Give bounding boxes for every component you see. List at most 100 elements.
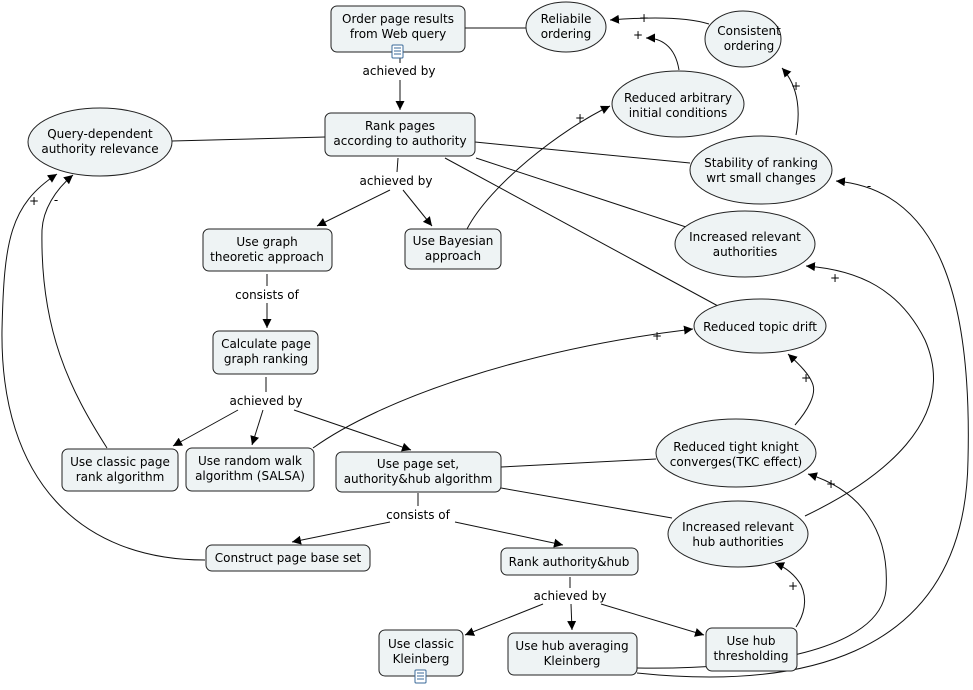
node-label-line: Kleinberg: [544, 654, 601, 668]
node-label-line: Use hub averaging: [515, 639, 628, 653]
sign-plus: +: [29, 194, 39, 208]
link-label-achieved-by: achieved by: [534, 589, 607, 603]
sign-plus: +: [639, 11, 649, 25]
node-use-classic-kleinberg[interactable]: Use classic Kleinberg: [378, 629, 464, 677]
edge-label-pageset: [293, 409, 412, 452]
node-label-line: Stability of ranking: [704, 156, 818, 170]
sign-plus: +: [791, 79, 801, 93]
node-rank-pages[interactable]: Rank pages according to authority: [324, 112, 476, 157]
node-label-line: according to authority: [333, 134, 466, 148]
document-icon[interactable]: [391, 44, 404, 59]
edge-hubavg-stability: [636, 177, 969, 678]
sign-labels: + + + + + - - + + + + +: [29, 11, 871, 593]
node-label-line: rank algorithm: [76, 470, 165, 484]
node-construct-page-base-set[interactable]: Construct page base set: [205, 544, 371, 572]
node-label-line: approach: [425, 249, 481, 263]
edge-rank-incrrel: [475, 157, 687, 228]
nodes: Order page results from Web query Rank p…: [27, 1, 833, 684]
node-stability-of-ranking[interactable]: Stability of ranking wrt small changes: [689, 135, 833, 205]
edge-rank-stability: [474, 141, 691, 164]
node-label-line: hub authorities: [692, 535, 783, 549]
node-label-line: Use classic: [388, 637, 454, 651]
edge-label-randomwalk: [250, 409, 264, 446]
node-use-classic-page-rank[interactable]: Use classic page rank algorithm: [61, 448, 179, 492]
node-use-random-walk-salsa[interactable]: Use random walk algorithm (SALSA): [185, 447, 315, 492]
sign-plus: +: [826, 477, 836, 491]
edge-pageset-hubauth: [500, 487, 673, 519]
sign-plus: +: [801, 371, 811, 385]
node-label-line: wrt small changes: [706, 171, 815, 185]
edge-label-rankauth: [454, 521, 564, 548]
node-reduced-arbitrary-initial-conditions[interactable]: Reduced arbitrary initial conditions: [611, 70, 745, 138]
edge-label-bayesian: [402, 189, 433, 227]
sign-plus: +: [652, 329, 662, 343]
node-label-line: Construct page base set: [215, 551, 362, 565]
node-increased-relevant-hub-authorities[interactable]: Increased relevant hub authorities: [667, 500, 809, 568]
node-label-line: Rank authority&hub: [509, 555, 630, 569]
edge-arbitrary-reliable: [645, 33, 680, 71]
edges: [1, 14, 969, 678]
node-label-line: Order page results: [342, 12, 454, 26]
edge-rank-label2: [396, 157, 399, 173]
node-label-line: Reduced topic drift: [703, 320, 817, 334]
edge-classicpr-querydep: [41, 174, 108, 449]
node-use-graph-theoretic-approach[interactable]: Use graph theoretic approach: [202, 228, 333, 272]
node-label-line: Use Bayesian: [413, 234, 494, 248]
node-increased-relevant-authorities[interactable]: Increased relevant authorities: [674, 210, 816, 278]
node-consistent-ordering[interactable]: Consistent ordering: [704, 10, 782, 68]
node-label-line: ordering: [724, 39, 775, 53]
edge-randomwalk-topicdrift: [312, 325, 694, 449]
edge-bayesian-arbitrary: [466, 105, 611, 230]
edge-stability-consistent: [781, 67, 799, 136]
sign-minus: -: [867, 179, 871, 193]
node-label-line: authority relevance: [41, 142, 158, 156]
link-label-achieved-by: achieved by: [230, 394, 303, 408]
node-label-line: from Web query: [350, 27, 446, 41]
node-calculate-page-graph-ranking[interactable]: Calculate page graph ranking: [212, 330, 319, 375]
edge-label-hubavg: [567, 603, 577, 631]
node-label-line: Use graph: [236, 235, 297, 249]
sign-plus: +: [575, 111, 585, 125]
link-label-consists-of: consists of: [386, 508, 450, 522]
node-label-line: Reliabile: [541, 12, 592, 26]
node-label-line: converges(TKC effect): [670, 455, 802, 469]
edge-label-graph: [316, 189, 391, 227]
link-label-achieved-by: achieved by: [360, 174, 433, 188]
node-label-line: Reduced tight knight: [673, 440, 799, 454]
node-use-hub-averaging-kleinberg[interactable]: Use hub averaging Kleinberg: [507, 632, 638, 676]
node-label-line: algorithm (SALSA): [195, 469, 305, 483]
edge-tkc-topicdrift: [787, 353, 815, 426]
node-label-line: graph ranking: [224, 352, 308, 366]
node-label-line: Use hub: [726, 634, 775, 648]
edge-hubthresh-hubauth: [774, 562, 806, 628]
edge-label-classickl: [464, 603, 544, 636]
node-use-hub-thresholding[interactable]: Use hub thresholding: [705, 627, 798, 672]
node-label-line: Use page set,: [377, 457, 459, 471]
node-label-line: authority&hub algorithm: [344, 472, 493, 486]
node-label-line: Rank pages: [365, 119, 435, 133]
node-use-bayesian-approach[interactable]: Use Bayesian approach: [404, 228, 502, 270]
node-reliable-ordering[interactable]: Reliabile ordering: [525, 1, 607, 53]
node-label-line: Increased relevant: [682, 520, 794, 534]
node-order-page-results[interactable]: Order page results from Web query: [330, 5, 466, 53]
node-label-line: Calculate page: [221, 337, 311, 351]
node-rank-authority-hub[interactable]: Rank authority&hub: [500, 547, 639, 576]
node-label-line: theoretic approach: [210, 250, 324, 264]
node-label-line: ordering: [541, 27, 592, 41]
node-query-dependent-authority-relevance[interactable]: Query-dependent authority relevance: [27, 107, 173, 177]
node-use-page-set-authority-hub[interactable]: Use page set, authority&hub algorithm: [335, 451, 502, 493]
edge-hubauth-incrrel: [804, 262, 934, 517]
node-reduced-topic-drift[interactable]: Reduced topic drift: [693, 298, 827, 354]
node-reduced-tkc-effect[interactable]: Reduced tight knight converges(TKC effec…: [655, 418, 817, 488]
link-labels: achieved by achieved by consists of achi…: [230, 64, 607, 603]
edge-rank-topicdrift: [444, 157, 719, 307]
document-icon[interactable]: [414, 669, 427, 684]
sign-plus: +: [830, 271, 840, 285]
node-label-line: Consistent: [717, 24, 781, 38]
sign-plus: +: [633, 28, 643, 42]
edge-label-classicpr: [172, 409, 239, 447]
node-label-line: authorities: [713, 245, 778, 259]
link-label-achieved-by: achieved by: [363, 64, 436, 78]
edge-label-hubthresh: [600, 603, 705, 637]
